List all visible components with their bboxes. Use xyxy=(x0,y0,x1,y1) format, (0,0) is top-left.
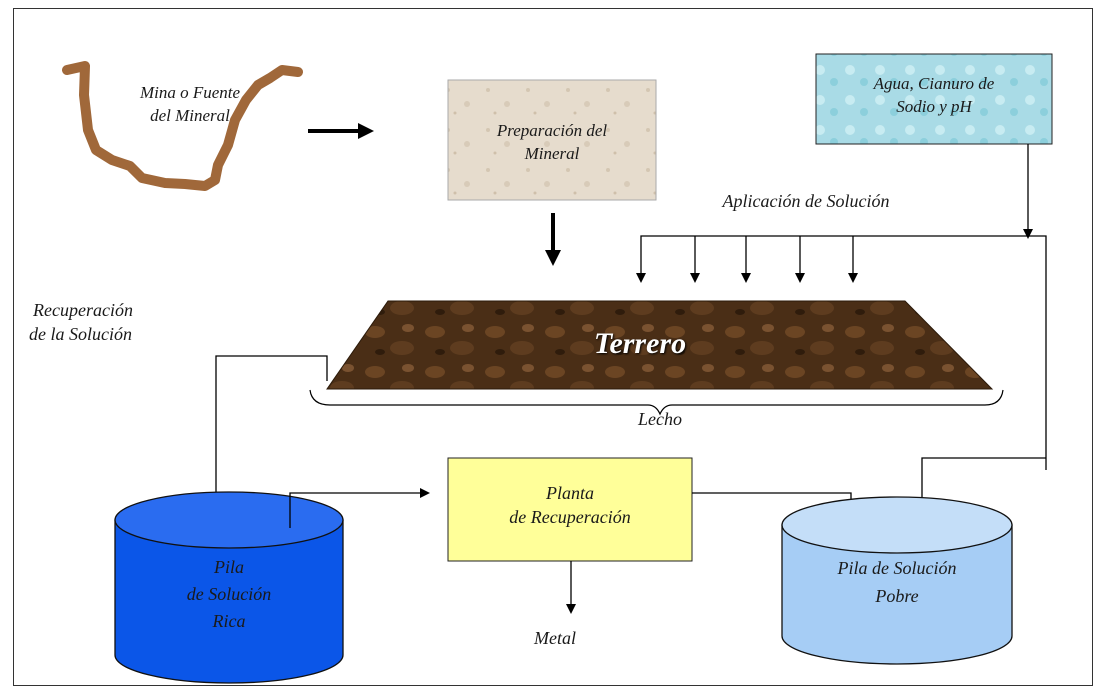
line-heap-to-rich xyxy=(211,355,328,530)
metal-label: Metal xyxy=(534,628,576,648)
rich-pile-cylinder xyxy=(114,491,344,684)
line-poor-to-manifold xyxy=(921,457,1046,498)
application-manifold xyxy=(636,235,1047,470)
poor-pile-cylinder xyxy=(781,496,1013,665)
arrow-rich-to-plant xyxy=(289,488,430,528)
bed-brace xyxy=(309,389,1004,416)
application-label: Aplicación de Solución xyxy=(722,191,890,211)
mine-outline xyxy=(62,61,303,191)
heap-shape xyxy=(326,300,994,390)
heap-label: Terrero xyxy=(593,327,687,360)
bed-label: Lecho xyxy=(638,409,682,429)
prep-box xyxy=(447,79,657,201)
plant-box xyxy=(447,457,693,562)
water-box xyxy=(815,53,1053,145)
